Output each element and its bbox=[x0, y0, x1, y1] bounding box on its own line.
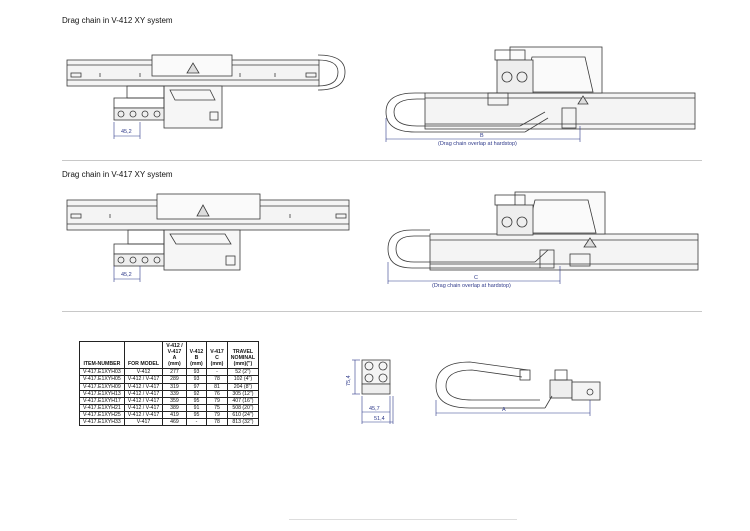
col-for-model: FOR MODEL bbox=[123, 340, 164, 370]
dim-height-label: 75,4 bbox=[346, 375, 352, 386]
chain-detail-view bbox=[361, 359, 601, 409]
dim-b-note: (Drag chain overlap at hardstop) bbox=[438, 141, 517, 147]
footer-divider bbox=[289, 519, 517, 520]
v417-stage-side-view bbox=[66, 193, 350, 271]
v417-dim-side bbox=[113, 266, 141, 282]
v412-dim-top bbox=[385, 118, 581, 142]
section-divider bbox=[62, 160, 702, 161]
v412-stage-side-view bbox=[66, 54, 346, 129]
dim-b-label: B bbox=[480, 133, 484, 139]
dim-w1-label: 45,7 bbox=[369, 406, 380, 412]
drag-chain-spec-table: ITEM-NUMBER FOR MODEL V-412 /V-417 A(mm)… bbox=[79, 340, 260, 427]
v417-stage-front-view bbox=[387, 191, 699, 271]
v412-stage-front-view bbox=[385, 46, 696, 133]
col-a-mm: V-412 /V-417 A(mm) bbox=[162, 340, 187, 370]
table-header-row: ITEM-NUMBER FOR MODEL V-412 /V-417 A(mm)… bbox=[79, 340, 260, 370]
section-divider bbox=[62, 311, 702, 312]
section-title-v412: Drag chain in V-412 XY system bbox=[62, 16, 173, 25]
v417-dim-top bbox=[387, 262, 561, 284]
col-item-number: ITEM-NUMBER bbox=[79, 340, 125, 370]
dim-c-label: C bbox=[474, 275, 478, 281]
v412-dim-side bbox=[113, 122, 141, 139]
dim-w2-label: 51,4 bbox=[374, 416, 385, 422]
section-title-v417: Drag chain in V-417 XY system bbox=[62, 170, 173, 179]
dim-c-note: (Drag chain overlap at hardstop) bbox=[432, 283, 511, 289]
chain-detail-dims bbox=[352, 359, 591, 424]
dim-a-label: A bbox=[502, 407, 506, 413]
dim-side-label: 45,2 bbox=[121, 272, 132, 278]
dim-side-label: 45,2 bbox=[121, 129, 132, 135]
